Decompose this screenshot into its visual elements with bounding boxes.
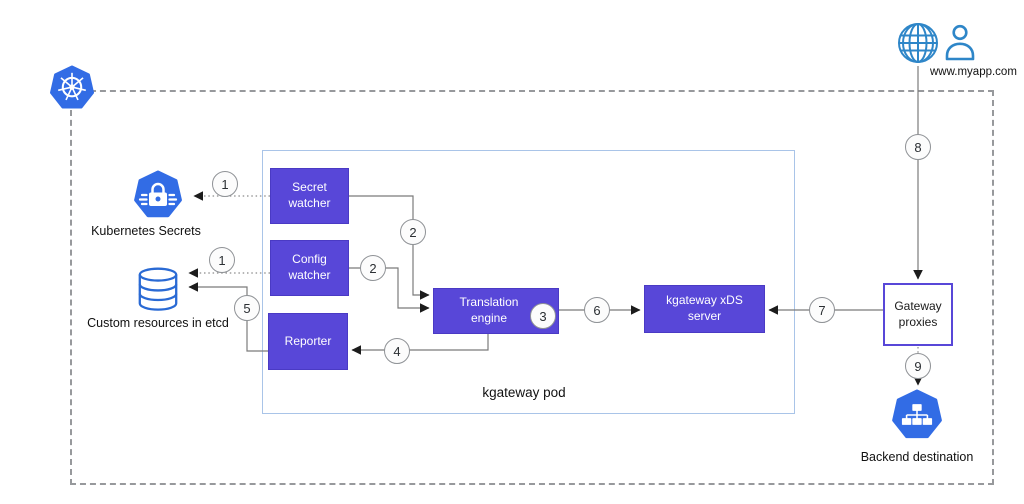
cluster-boundary	[70, 90, 994, 485]
kgateway-pod-label: kgateway pod	[482, 385, 566, 400]
node-xds-server: kgateway xDS server	[644, 285, 765, 333]
node-reporter: Reporter	[268, 313, 348, 370]
node-secret-watcher: Secret watcher	[270, 168, 349, 224]
step-badge-5: 5	[234, 295, 260, 321]
custom-resources-label: Custom resources in etcd	[87, 316, 229, 330]
step-badge-2b: 2	[360, 255, 386, 281]
sitemap-network-icon	[892, 389, 942, 439]
step-badge-1b: 1	[209, 247, 235, 273]
kgateway-pod-box	[262, 150, 795, 414]
step-badge-9: 9	[905, 353, 931, 379]
node-config-watcher: Config watcher	[270, 240, 349, 296]
database-cylinder-icon	[138, 267, 178, 311]
step-badge-1a: 1	[212, 171, 238, 197]
node-gateway-proxies: Gateway proxies	[883, 283, 953, 346]
step-badge-3: 3	[530, 303, 556, 329]
step-badge-4: 4	[384, 338, 410, 364]
client-url-label: www.myapp.com	[930, 66, 1017, 78]
backend-destination-label: Backend destination	[860, 450, 974, 464]
kubernetes-logo	[50, 65, 95, 109]
step-badge-8: 8	[905, 134, 931, 160]
step-badge-2a: 2	[400, 219, 426, 245]
person-icon	[945, 24, 975, 61]
globe-icon	[898, 23, 938, 63]
step-badge-6: 6	[584, 297, 610, 323]
kubernetes-secret-lock-icon	[134, 170, 182, 218]
step-badge-7: 7	[809, 297, 835, 323]
kubernetes-secrets-label: Kubernetes Secrets	[91, 224, 201, 238]
